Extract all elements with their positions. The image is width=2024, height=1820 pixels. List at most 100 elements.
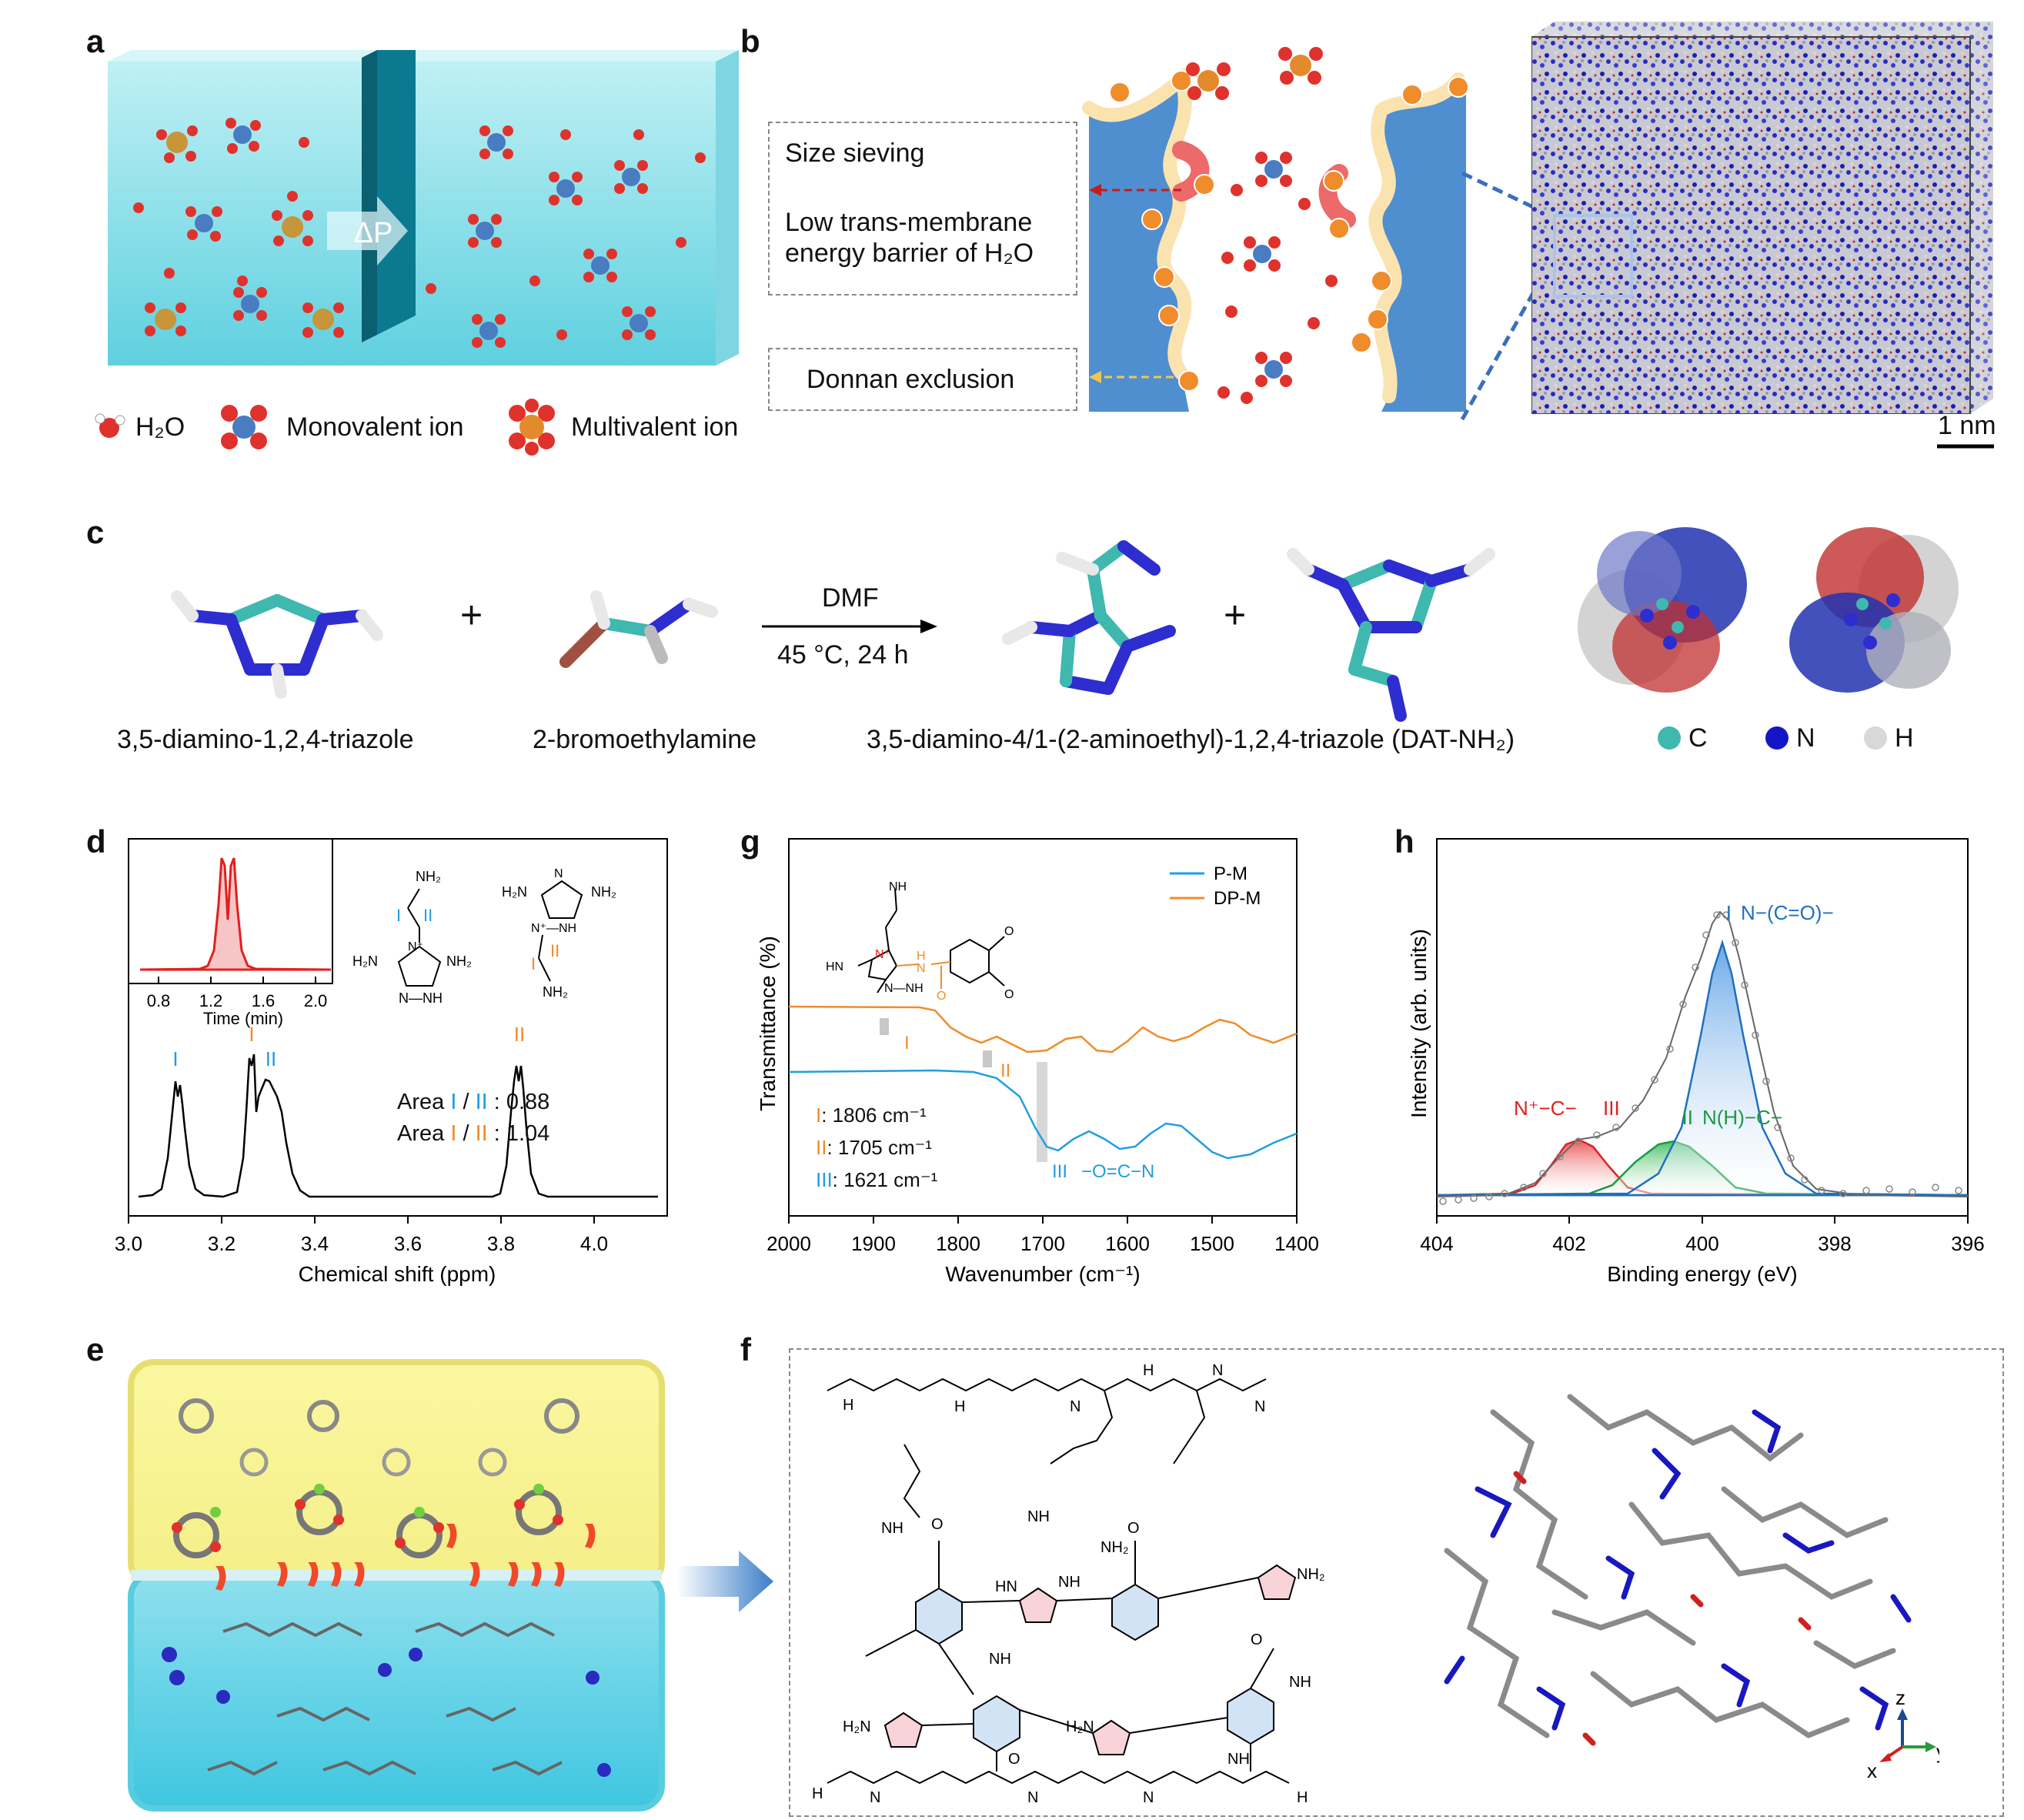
xps-component-i [1436,939,1969,1197]
ftir-xlabel: Wavenumber (cm⁻¹) [945,1262,1140,1286]
inset-tick-20: 2.0 [304,991,328,1010]
svg-text:N: N [1212,1362,1223,1379]
nitrogen-dot [1765,726,1789,750]
peak-label-ii-blue: II [266,1047,276,1070]
svg-text:NH₂: NH₂ [446,953,472,969]
reactant-2-name: 2-bromoethylamine [533,725,757,754]
panel-label-a: a [86,23,105,59]
svg-text:NH: NH [889,880,907,893]
area-ratio-1: Area I / II : 0.88 [397,1090,550,1114]
svg-text:H: H [843,1397,853,1414]
dat-nh2-isomer-1 [1002,540,1176,695]
xps-comp1: N−(C=O)− [1741,901,1834,924]
svg-text:N: N [554,867,563,880]
svg-text:3.2: 3.2 [208,1232,235,1255]
svg-text:N⁺: N⁺ [875,948,890,961]
svg-text:1600: 1600 [1105,1232,1150,1255]
svg-text:H: H [1143,1362,1154,1379]
atom-legend-c: C [1688,723,1708,753]
dp-m-spectrum [788,1005,1298,1054]
delta-p-label: ΔP [354,217,393,249]
ftir-chart: Transmittance (%) N⁺HNO HNN—NH OO NH P-M… [756,838,1319,1286]
condition-label: 45 °C, 24 h [777,640,909,670]
mechanism-box-top [768,122,1077,296]
xps-xlabel: Binding energy (eV) [1607,1262,1797,1286]
ftir-mark-i: I [904,1033,910,1054]
ftir-note-i: I: 1806 cm⁻¹ [816,1104,927,1127]
panel-label-f: f [740,1331,751,1368]
svg-text:N—NH: N—NH [399,990,443,1006]
svg-text:N: N [870,1789,880,1806]
reactant-1-name: 3,5-diamino-1,2,4-triazole [117,725,414,754]
svg-text:O: O [1251,1631,1263,1648]
svg-text:NH₂: NH₂ [1101,1539,1129,1556]
legend-multivalent-ion: Multivalent ion [571,412,739,442]
panel-label-g: g [740,823,760,860]
svg-text:3.6: 3.6 [394,1232,422,1255]
svg-text:O: O [1004,988,1014,1001]
svg-text:O: O [1127,1520,1140,1537]
dat-nh2-isomer-2 [1287,548,1495,722]
svg-text:1900: 1900 [851,1232,896,1255]
svg-text:NH: NH [1289,1674,1311,1691]
svg-text:N: N [1143,1789,1154,1806]
svg-text:1800: 1800 [936,1232,980,1255]
svg-text:H₂N: H₂N [843,1718,871,1735]
svg-text:H: H [917,950,926,963]
svg-text:NH₂: NH₂ [543,984,568,1000]
svg-text:N: N [1254,1398,1265,1415]
xps-chart: Intensity (arb. units) I N−(C=O)− II N(H… [1407,838,1985,1286]
svg-text:400: 400 [1685,1232,1718,1255]
atom-legend-h: H [1895,723,1914,753]
peak-label-i-orange: I [249,1023,254,1046]
svg-text:y: y [1936,1740,1939,1763]
ftir-ylabel: Transmittance (%) [756,936,780,1111]
network-structure-box [789,1348,2004,1817]
xps-ylabel: Intensity (arb. units) [1407,929,1431,1118]
svg-text:1400: 1400 [1274,1232,1319,1255]
ftir-assign: −O=C−N [1081,1161,1154,1182]
svg-text:x: x [1867,1759,1877,1782]
reaction-arrow [762,619,937,633]
svg-text:H: H [812,1785,823,1802]
svg-text:O: O [1008,1751,1020,1768]
legend-h2o: H₂O [135,412,185,442]
inset-tick-16: 1.6 [252,991,276,1010]
svg-text:H: H [954,1398,965,1415]
svg-text:1500: 1500 [1190,1232,1234,1255]
panel-label-d: d [86,823,106,860]
solvent-label: DMF [822,583,879,613]
monovalent-ion-icon [221,405,267,449]
carbon-dot [1658,726,1681,750]
svg-text:402: 402 [1552,1232,1585,1255]
multivalent-ion-icon [509,399,555,456]
svg-text:NH: NH [1227,1751,1250,1768]
svg-text:4.0: 4.0 [580,1232,608,1255]
svg-text:N⁺: N⁺ [408,940,423,953]
electrostatic-potential-map-1 [1578,527,1747,693]
xps-label-i: I [1726,901,1732,924]
ftir-legend-pm: P-M [1214,863,1247,884]
ftir-note-iii: III: 1621 cm⁻¹ [816,1168,938,1191]
svg-text:N—NH: N—NH [884,982,923,995]
ftir-mark-iii: III [1052,1161,1067,1182]
interfacial-polymerization-illustration [128,1359,665,1812]
svg-text:1700: 1700 [1020,1232,1065,1255]
low-barrier-text-1: Low trans-membrane [785,208,1033,237]
peak-label-i-blue: I [172,1047,178,1070]
svg-text:NH: NH [881,1520,903,1537]
ftir-legend-dpm: DP-M [1214,888,1261,909]
svg-text:3.8: 3.8 [487,1232,515,1255]
svg-text:I: I [531,954,536,973]
svg-text:HN: HN [995,1578,1017,1595]
panel-a-illustration: ΔP [108,50,739,366]
pore-illustration [1082,47,1469,412]
ftir-mark-ii: II [1000,1060,1010,1081]
panel-label-e: e [86,1331,105,1368]
svg-text:398: 398 [1818,1232,1851,1255]
svg-text:2000: 2000 [767,1232,811,1255]
h2o-legend-icon [95,413,125,438]
plus-sign-1: + [460,593,483,636]
hydrogen-dot [1864,726,1887,750]
